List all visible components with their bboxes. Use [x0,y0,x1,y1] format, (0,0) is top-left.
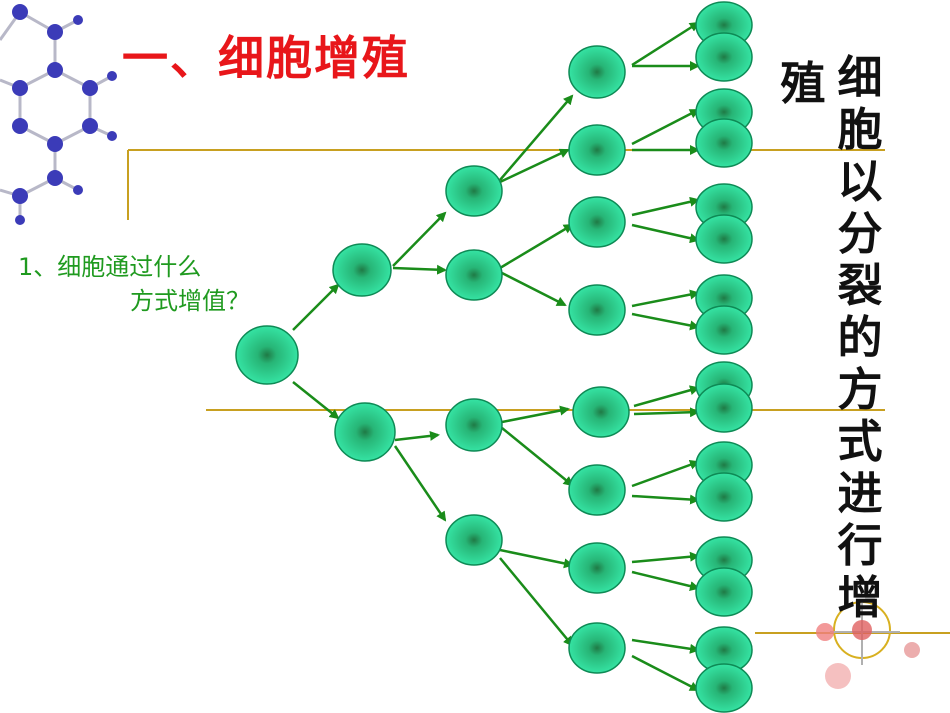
division-arrow [501,405,570,424]
cell [568,45,626,99]
division-arrow [499,148,570,184]
division-arrow [631,289,700,308]
division-arrow [392,264,447,275]
division-arrow [631,108,700,146]
division-arrow [631,494,700,505]
division-arrow [631,638,700,654]
division-arrow [631,570,700,591]
division-arrow [499,548,574,569]
cell [332,243,392,297]
cell [695,472,753,522]
cell [568,622,626,674]
page-title: 一、细胞增殖 [122,31,410,85]
cell [445,165,503,217]
cell [695,567,753,617]
cell [695,383,753,433]
division-arrow [631,223,700,244]
divider-lines [127,149,950,634]
cell [568,196,626,248]
division-arrow [631,312,700,331]
cell [568,464,626,516]
division-arrow [292,283,340,331]
cells-group [235,1,753,713]
division-arrow [393,445,447,522]
division-arrow [499,94,574,181]
cell [568,542,626,594]
cell [568,284,626,336]
division-arrow [631,196,700,217]
division-arrow [631,21,700,67]
vertical-text-main: 细胞以分裂的方式进行增 [837,51,883,624]
division-arrow [501,427,574,487]
cell [568,124,626,176]
cell [445,514,503,566]
question-text: 1、细胞通过什么 方式增值？ [18,250,250,318]
cell [334,402,396,462]
cell [235,325,299,385]
atom-model-decoration [816,593,920,689]
question-line-1: 1、细胞通过什么 [18,253,202,281]
division-arrow [631,551,700,564]
cell [695,663,753,713]
molecule-decoration [0,4,117,225]
division-arrow [499,270,567,307]
arrows-group [292,21,700,692]
division-arrow [292,381,340,420]
division-arrow [392,211,447,267]
cell [695,214,753,264]
division-arrow [633,385,700,408]
division-arrow [631,460,700,488]
cell [695,118,753,168]
cell [695,32,753,82]
division-arrow [633,407,700,418]
cell [445,249,503,301]
cell [572,386,630,438]
division-arrow [631,654,700,692]
cell [445,398,503,452]
question-line-2: 方式增值？ [130,287,250,315]
division-arrow [499,223,574,270]
vertical-text-tail: 殖 [780,57,826,110]
division-arrow [394,430,440,442]
cell [695,305,753,355]
division-arrow [499,557,574,647]
